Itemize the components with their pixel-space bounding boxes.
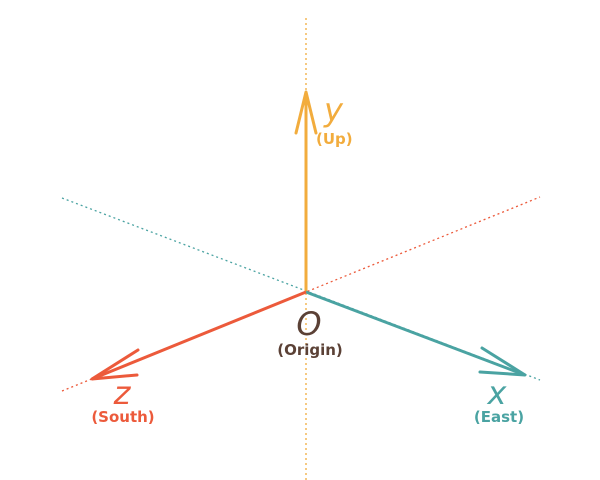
x-axis-label: x [487, 374, 508, 412]
x-axis-arrowhead [478, 346, 527, 377]
y-axis-caption: (Up) [316, 130, 353, 148]
origin-caption: (Origin) [277, 341, 343, 359]
y-axis-label: y [323, 91, 344, 129]
y-axis-arrowhead [294, 90, 318, 135]
z-axis-line [91, 290, 307, 381]
origin-label: O [296, 305, 321, 343]
x-axis-caption: (East) [474, 408, 524, 426]
z-axis-label: z [113, 374, 132, 412]
x-axis-line [305, 290, 526, 377]
z-axis-arrowhead [90, 348, 140, 381]
z-axis-caption: (South) [91, 408, 154, 426]
